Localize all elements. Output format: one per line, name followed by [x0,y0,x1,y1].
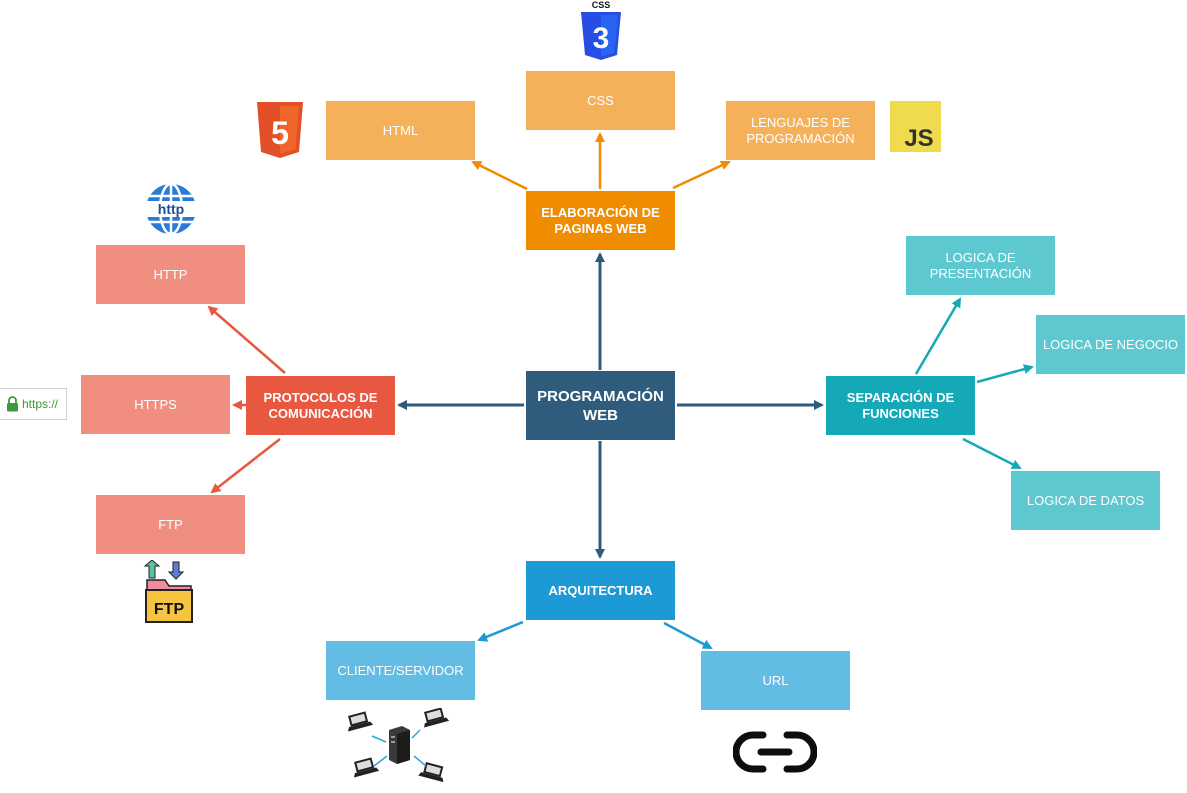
edge-elaboracion-html [471,160,528,191]
edge-separacion-datos [962,437,1022,470]
edge-arquitectura-cliente [477,620,524,642]
node-https[interactable]: HTTPS [81,375,230,434]
node-css[interactable]: CSS [526,71,675,130]
http-globe-icon: http [144,182,198,236]
padlock-icon [7,396,18,412]
javascript-logo-icon: JS [890,101,941,152]
server-tower-icon [389,726,410,764]
laptop-icon [348,711,374,732]
node-logica-presentacion[interactable]: LOGICA DE PRESENTACIÓN [906,236,1055,295]
node-elaboracion-paginas-web[interactable]: ELABORACIÓN DE PAGINAS WEB [526,191,675,250]
edge-protocolos-ftp [210,438,281,494]
html5-logo-text: 5 [271,115,289,151]
node-lenguajes-programacion[interactable]: LENGUAJES DE PROGRAMACIÓN [726,101,875,160]
javascript-logo-text: JS [904,125,933,152]
node-protocolos-comunicacion[interactable]: PROTOCOLOS DE COMUNICACIÓN [246,376,395,435]
client-server-network-icon [348,708,450,783]
node-html[interactable]: HTML [326,101,475,160]
edge-arquitectura-url [663,621,713,650]
laptop-icon [418,762,444,783]
link-icon [733,731,817,773]
node-ftp[interactable]: FTP [96,495,245,554]
node-arquitectura[interactable]: ARQUITECTURA [526,561,675,620]
edge-separacion-negocio [976,364,1034,384]
https-address-text: https:// [22,397,59,411]
html5-logo-icon: 5 [257,102,303,158]
http-globe-text: http [158,201,184,217]
node-logica-datos[interactable]: LOGICA DE DATOS [1011,471,1160,530]
https-address-bar: https:// [0,388,67,420]
node-url[interactable]: URL [701,651,850,710]
edge-elaboracion-lenguajes [672,160,731,190]
css3-logo-icon: CSS 3 [581,0,621,60]
node-http[interactable]: HTTP [96,245,245,304]
edge-protocolos-http [207,305,286,374]
css3-logo-text: 3 [593,22,610,55]
ftp-folder-icon: FTP [143,560,193,623]
node-cliente-servidor[interactable]: CLIENTE/SERVIDOR [326,641,475,700]
ftp-folder-text: FTP [154,601,185,618]
css3-badge-text: CSS [592,0,611,10]
laptop-icon [354,757,380,778]
node-programacion-web[interactable]: PROGRAMACIÓN WEB [526,371,675,440]
node-logica-negocio[interactable]: LOGICA DE NEGOCIO [1036,315,1185,374]
edge-separacion-presentacion [914,297,962,375]
node-separacion-funciones[interactable]: SEPARACIÓN DE FUNCIONES [826,376,975,435]
laptop-icon [424,708,450,728]
